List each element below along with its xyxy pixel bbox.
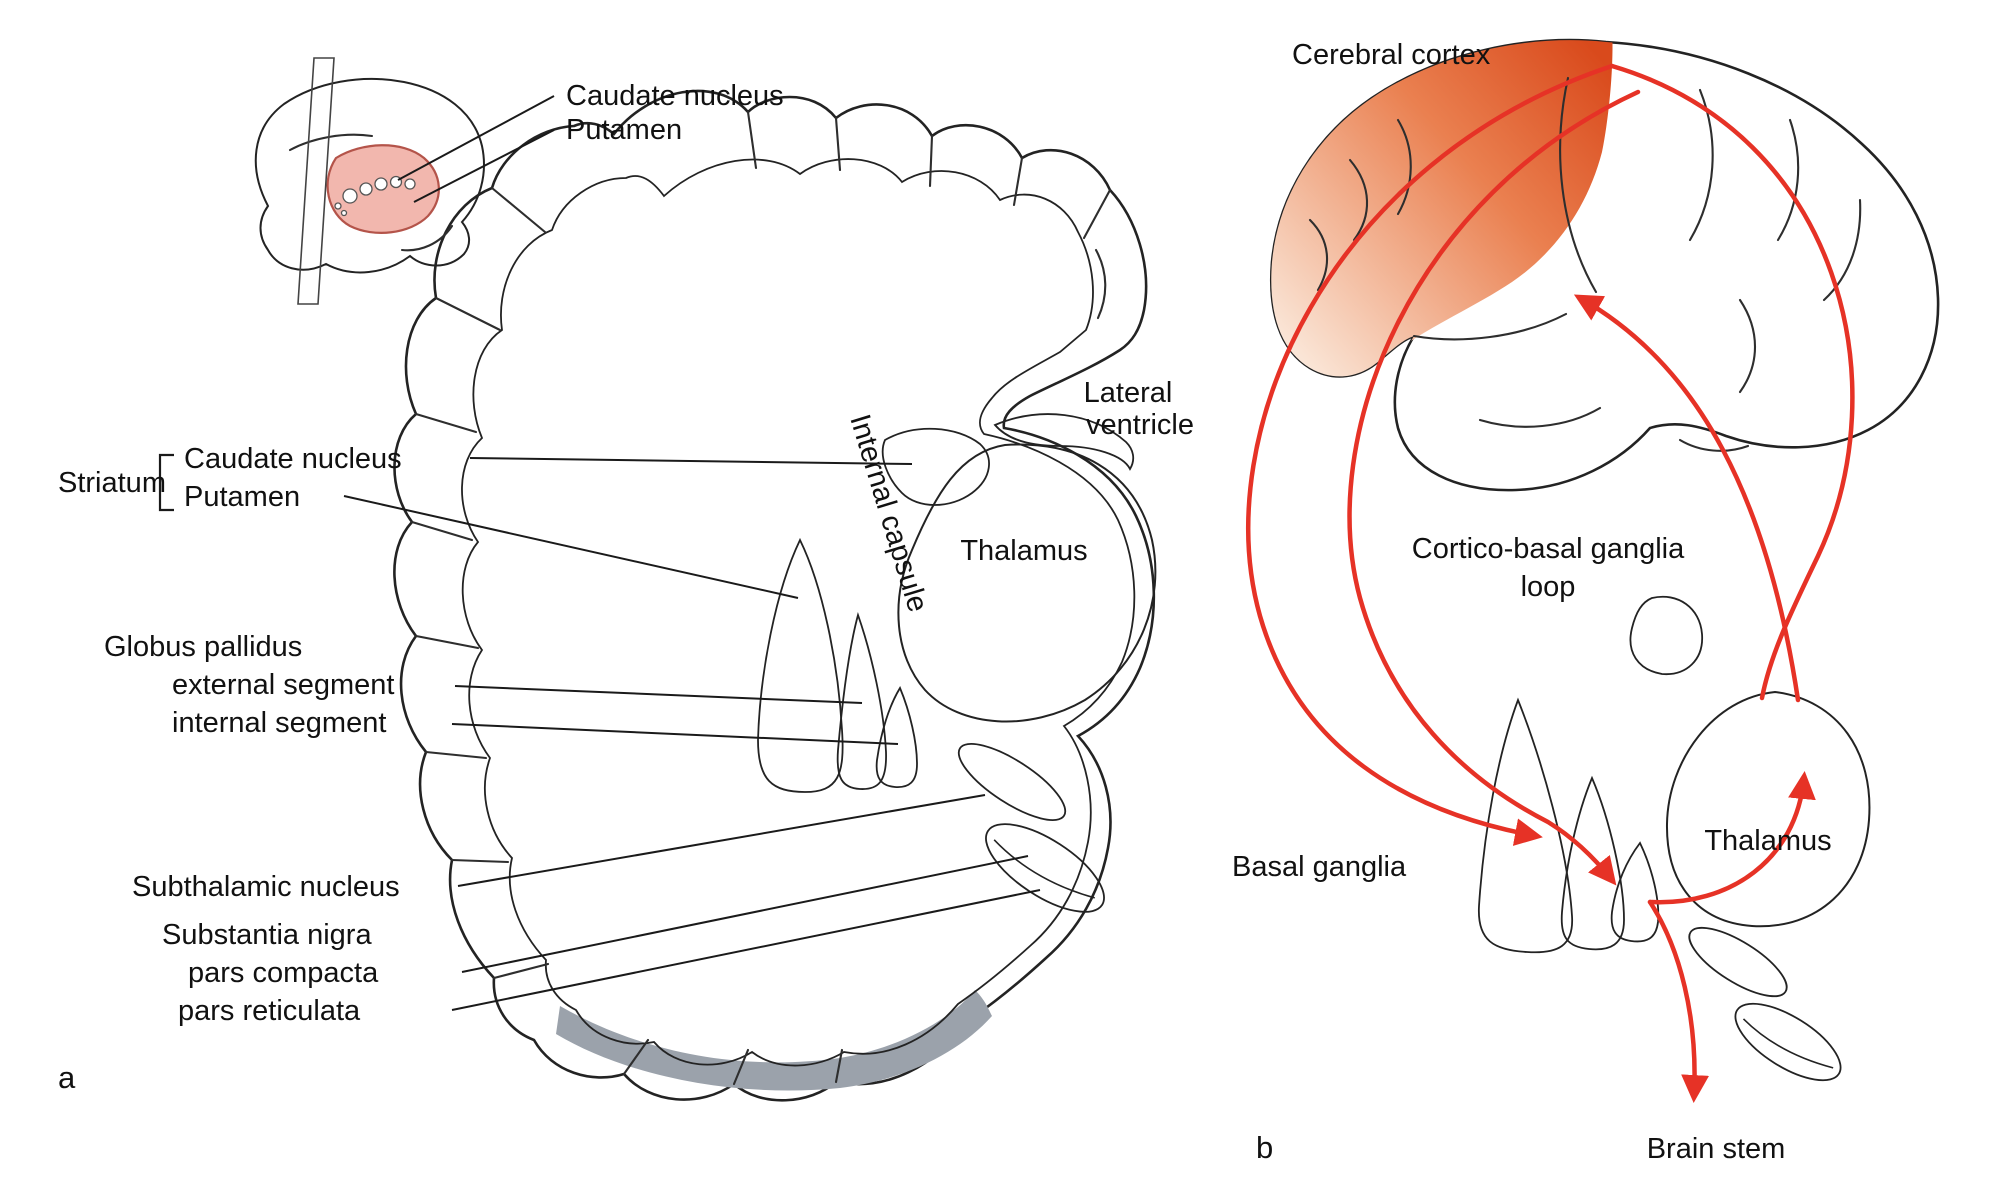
caudate-nucleus-shape	[881, 427, 990, 506]
subthalamic-leader	[457, 794, 986, 887]
cerebral-cortex-label: Cerebral cortex	[1292, 39, 1491, 71]
thalamus-label-b: Thalamus	[1704, 825, 1831, 857]
globus-pallidus-internal-shape	[875, 686, 918, 788]
caudate-leader	[469, 457, 913, 465]
basal-ganglia-label: Basal ganglia	[1232, 851, 1407, 883]
panel-b: Cerebral cortex Cortico-basal ganglia lo…	[1232, 38, 1940, 1165]
inset-cerebellum-line	[400, 224, 454, 252]
inset-caudate-label: Caudate nucleus	[566, 80, 784, 112]
coronal-dark-band	[556, 990, 992, 1091]
pars-compacta-label: pars compacta	[188, 957, 379, 989]
striatum-bracket	[158, 453, 174, 512]
putamen-label: Putamen	[184, 481, 300, 513]
arrow-cortex-to-basal-ganglia-outer	[1246, 63, 1615, 846]
caudate-label: Caudate nucleus	[184, 443, 402, 475]
putamen-leader	[343, 495, 799, 599]
inset-putamen-leader	[413, 129, 555, 203]
internal-segment-leader	[451, 723, 899, 745]
brain-stem-label: Brain stem	[1647, 1133, 1786, 1165]
sulci-lines	[410, 110, 1112, 1086]
external-segment-label: external segment	[172, 669, 394, 701]
subthalamic-label: Subthalamic nucleus	[132, 871, 400, 903]
thalamus-shape-a	[897, 443, 1157, 723]
striatum-label: Striatum	[58, 467, 166, 499]
nigra-division-line	[993, 839, 1095, 899]
lateral-ventricle-shape	[993, 413, 1135, 471]
caudate-shape-b	[1629, 595, 1703, 675]
arrow-cortex-to-basal-ganglia-inner	[1347, 89, 1641, 886]
inset-nuclei-circles	[334, 175, 416, 217]
thalamus-label-a: Thalamus	[960, 535, 1087, 567]
basal-ganglia-wedge-2	[1560, 775, 1625, 951]
arrow-thalamus-to-cortex	[1573, 294, 1801, 703]
panel-a-leaders	[158, 453, 1041, 1011]
inset-caudate-leader	[397, 95, 555, 181]
globus-pallidus-external-shape	[836, 611, 887, 790]
pars-reticulata-label: pars reticulata	[178, 995, 361, 1027]
loop-label-line2: loop	[1521, 571, 1576, 603]
panel-a-labels: Striatum Caudate nucleus Putamen Globus …	[58, 377, 1194, 1095]
panel-a: Caudate nucleus Putamen Striatum Caudate…	[58, 57, 1194, 1102]
cortex-shaded-region	[1271, 40, 1613, 379]
brainstem-lens-2	[1734, 1002, 1842, 1082]
external-segment-leader	[454, 685, 863, 704]
coronal-white-matter	[461, 158, 1136, 1067]
coronal-section	[393, 89, 1157, 1102]
brainstem-lens-1	[1688, 926, 1788, 998]
arrow-loop-return-outer	[1609, 63, 1855, 701]
loop-arrows	[1246, 63, 1855, 1103]
panel-a-letter: a	[58, 1060, 76, 1095]
basal-ganglia-wedge-3	[1610, 841, 1660, 943]
lateral-ventricle-label-line1: Lateral	[1084, 377, 1173, 409]
panel-b-letter: b	[1256, 1130, 1273, 1165]
internal-capsule-label: Internal capsule	[843, 411, 933, 616]
inset-putamen-label: Putamen	[566, 114, 682, 146]
lens-division-line	[1742, 1018, 1834, 1069]
lateral-ventricle-label-line2: ventricle	[1086, 409, 1194, 441]
pars-compacta-leader	[461, 855, 1029, 973]
inset-brain-outline	[254, 77, 485, 274]
section-plane	[297, 57, 335, 305]
arrow-basal-ganglia-to-thalamus	[1647, 771, 1816, 905]
substantia-nigra-shape	[985, 823, 1105, 913]
arrow-basal-ganglia-to-brainstem	[1647, 899, 1709, 1103]
loop-label-line1: Cortico-basal ganglia	[1412, 533, 1685, 565]
pars-reticulata-leader	[451, 889, 1041, 1011]
internal-segment-label: internal segment	[172, 707, 386, 739]
panel-b-labels: Cerebral cortex Cortico-basal ganglia lo…	[1232, 39, 1832, 1165]
putamen-shape	[757, 537, 844, 793]
inset-brain: Caudate nucleus Putamen	[254, 57, 784, 305]
basal-ganglia-wedge-1	[1478, 697, 1573, 954]
substantia-nigra-label: Substantia nigra	[162, 919, 372, 951]
coronal-cortex-ribbon	[393, 89, 1156, 1102]
subthalamic-nucleus-shape	[957, 743, 1067, 821]
globus-pallidus-label: Globus pallidus	[104, 631, 302, 663]
thalamus-shape-b	[1665, 690, 1871, 928]
